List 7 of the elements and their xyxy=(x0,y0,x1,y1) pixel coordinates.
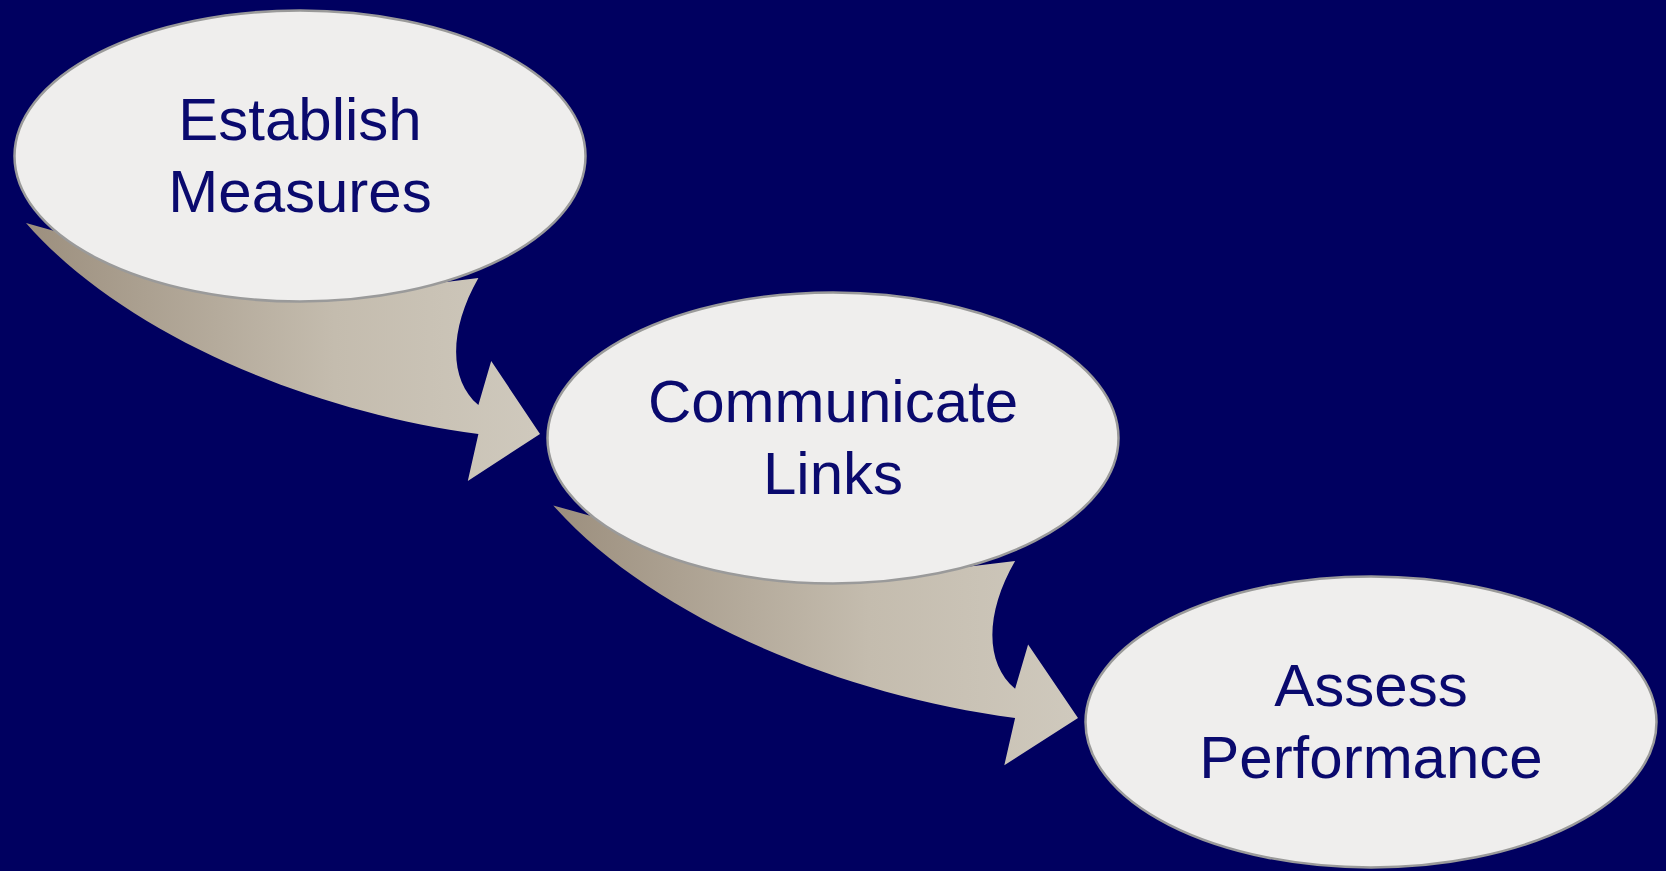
ellipse-node xyxy=(1084,575,1658,869)
node-label: Establish Measures xyxy=(167,85,433,227)
node-label: Communicate Links xyxy=(646,367,1020,509)
ellipse-node xyxy=(546,291,1120,585)
ellipse-node xyxy=(13,9,587,303)
curved-arrow xyxy=(553,505,1078,766)
node-label: Assess Performance xyxy=(1198,651,1544,793)
